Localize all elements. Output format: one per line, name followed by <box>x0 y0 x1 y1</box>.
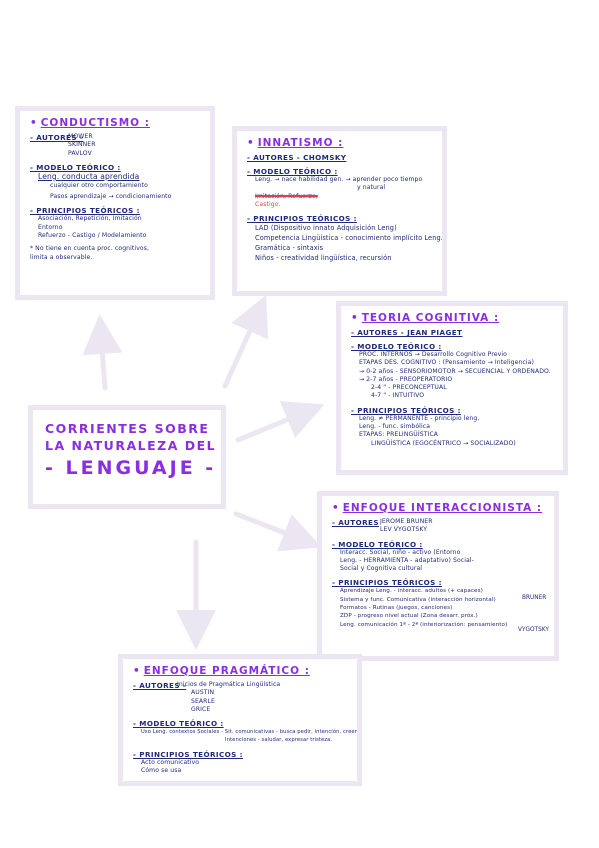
conductismo-autor: MOWER <box>68 133 93 140</box>
interaccionista-principio: Sistema y func. Comunicativa (interacció… <box>340 596 496 603</box>
cognitiva-modelo-line: PROC. INTERNOS → Desarrollo Cognitivo Pr… <box>359 351 507 358</box>
cognitiva-title: •TEORIA COGNITIVA : <box>351 312 500 324</box>
card-enfoque-interaccionista: •ENFOQUE INTERACCIONISTA : - AUTORES JER… <box>317 491 559 661</box>
pragmatico-modelo-label: - MODELO TEÓRICO : <box>133 719 224 729</box>
pragmatico-modelo-line: Intenciones - saludar, expresar tristeza… <box>225 737 333 744</box>
interaccionista-autor: LEV VYGOTSKY <box>380 526 428 534</box>
conductismo-principio: Entorno <box>38 223 63 231</box>
pragmatico-principios-label: - PRINCIPIOS TEÓRICOS : <box>133 749 243 759</box>
innatismo-struck-text: Imitación, Refuerzo, <box>255 192 318 200</box>
main-title-box: CORRIENTES SOBRE LA NATURALEZA DEL - LEN… <box>28 405 226 509</box>
pragmatico-autor: AUSTIN <box>191 689 215 697</box>
innatismo-principio: Competencia Lingüística - conocimiento i… <box>255 234 443 243</box>
interaccionista-principio: ZDP - progreso nivel actual (Zona desarr… <box>340 613 478 620</box>
interaccionista-principio: Aprendizaje Leng. - interacc. adultos (+… <box>340 588 483 595</box>
interaccionista-autor: JEROME BRUNER <box>380 518 433 525</box>
innatismo-principio: Niños - creatividad lingüística, recursi… <box>255 254 392 263</box>
card-conductismo: •CONDUCTISMO : - AUTORES - MOWER SKINNER… <box>15 106 215 300</box>
conductismo-title: •CONDUCTISMO : <box>30 117 150 129</box>
interaccionista-principios-label: - PRINCIPIOS TEÓRICOS : <box>332 578 442 588</box>
cognitiva-modelo-label: - MODELO TEÓRICO : <box>351 342 442 351</box>
pragmatico-title: •ENFOQUE PRAGMÁTICO : <box>133 665 310 677</box>
arrow-to-cognitiva <box>235 401 325 443</box>
cognitiva-modelo-line: 4-7 " - INTUITIVO <box>371 392 425 400</box>
cognitiva-modelo-line: → 0-2 años - SENSORIOMOTOR → SECUENCIAL … <box>359 367 551 375</box>
interaccionista-autores-label: - AUTORES <box>332 518 379 527</box>
innatismo-principio: LAD (Dispositivo innato Adquisición Leng… <box>255 224 397 233</box>
cognitiva-principio: Leng. ≠ PERMANENTE - principio leng. <box>359 414 480 422</box>
main-title-line: CORRIENTES SOBRE <box>45 421 210 436</box>
conductismo-principio: Refuerzo - Castigo / Modelamiento <box>38 232 147 240</box>
conductismo-nota: * No tiene en cuenta proc. cognitivos, <box>30 245 150 253</box>
conductismo-modelo-line: Leng. conducta aprendida <box>38 171 140 181</box>
arrow-to-innatismo <box>222 294 268 389</box>
interaccionista-principio: Formatos - Rutinas (juegos, canciones) <box>340 605 453 612</box>
pragmatico-modelo-line: Uso Leng. contextos Sociales - Sit. comu… <box>141 729 362 736</box>
interaccionista-side-bruner: BRUNER <box>522 595 547 601</box>
interaccionista-modelo-line: Interacc. Social, niño - activo (Entorno <box>340 548 461 556</box>
conductismo-principios-label: - PRINCIPIOS TEÓRICOS : <box>30 206 140 216</box>
pragmatico-autor: GRICE <box>191 705 211 713</box>
conductismo-principio: Asociación, Repetición, Imitación <box>38 215 142 223</box>
cognitiva-principio: ETAPAS: PRELINGÜÍSTICA <box>359 431 439 439</box>
conductismo-modelo-line: cualquier otro comportamiento <box>50 181 148 189</box>
conductismo-autor: SKINNER <box>68 141 96 149</box>
cognitiva-principio: LINGÜÍSTICA (EGOCÉNTRICO → SOCIALIZADO) <box>371 439 516 447</box>
cognitiva-modelo-line: ETAPAS DES. COGNITIVO : (Pensamiento → I… <box>359 359 534 367</box>
conductismo-autor: PAVLOV <box>68 149 92 157</box>
main-title-line: - LENGUAJE - <box>45 457 217 479</box>
conductismo-autores-label: - AUTORES - <box>30 133 84 142</box>
conductismo-nota: limita a observable. <box>30 253 93 261</box>
pragmatico-autor: SEARLE <box>191 697 215 705</box>
conductismo-modelo-line: Pasos aprendizaje → condicionamiento <box>50 193 172 201</box>
arrow-to-conductismo <box>82 314 123 391</box>
arrow-to-interaccionista <box>233 511 322 552</box>
conductismo-modelo-label: - MODELO TEÓRICO : <box>30 162 121 172</box>
card-enfoque-pragmatico: •ENFOQUE PRAGMÁTICO : - AUTORES - Inicio… <box>118 654 362 786</box>
cognitiva-autores: - AUTORES - JEAN PIAGET <box>351 328 463 337</box>
cognitiva-principios-label: - PRINCIPIOS TEÓRICOS : <box>351 405 461 415</box>
innatismo-modelo-line: y natural <box>357 184 386 192</box>
cognitiva-modelo-line: 2-4 " - PRECONCEPTUAL <box>371 384 447 392</box>
innatismo-autores: - AUTORES - CHOMSKY <box>247 153 347 162</box>
pragmatico-principio: Acto comunicativo <box>141 758 200 766</box>
innatismo-modelo-line: Leng. → nace habilidad gen. → aprender p… <box>255 176 423 183</box>
interaccionista-modelo-line: Leng. - HERRAMIENTA - adaptativo) Social… <box>340 556 474 564</box>
interaccionista-principio: Leng. comunicación 1ª - 2ª (interiorizac… <box>340 621 508 628</box>
interaccionista-modelo-line: Social y Cognitiva cultural <box>340 565 423 573</box>
pragmatico-autores-label: - AUTORES - <box>133 681 187 690</box>
interaccionista-side-vygotsky: VYGOTSKY <box>518 627 549 633</box>
innatismo-principio: Gramática - sintaxis <box>255 244 324 253</box>
innatismo-modelo-label: - MODELO TEÓRICO : <box>247 167 338 176</box>
innatismo-struck-text: Castigo. <box>255 200 281 208</box>
pragmatico-autor: Inicios de Pragmática Lingüística <box>177 681 281 688</box>
interaccionista-modelo-label: - MODELO TEÓRICO : <box>332 539 423 549</box>
interaccionista-title: •ENFOQUE INTERACCIONISTA : <box>332 502 543 514</box>
cognitiva-principio: Leng. - func. simbólica <box>359 423 431 431</box>
cognitiva-modelo-line: → 2-7 años - PREOPERATORIO <box>359 375 453 383</box>
main-title-line: LA NATURALEZA DEL <box>45 438 217 453</box>
pragmatico-principio: Cómo se usa <box>141 767 182 775</box>
innatismo-title: •INNATISMO : <box>247 137 344 149</box>
innatismo-principios-label: - PRINCIPIOS TEÓRICOS : <box>247 214 357 224</box>
card-teoria-cognitiva: •TEORIA COGNITIVA : - AUTORES - JEAN PIA… <box>336 301 568 475</box>
card-innatismo: •INNATISMO : - AUTORES - CHOMSKY - MODEL… <box>232 126 447 296</box>
